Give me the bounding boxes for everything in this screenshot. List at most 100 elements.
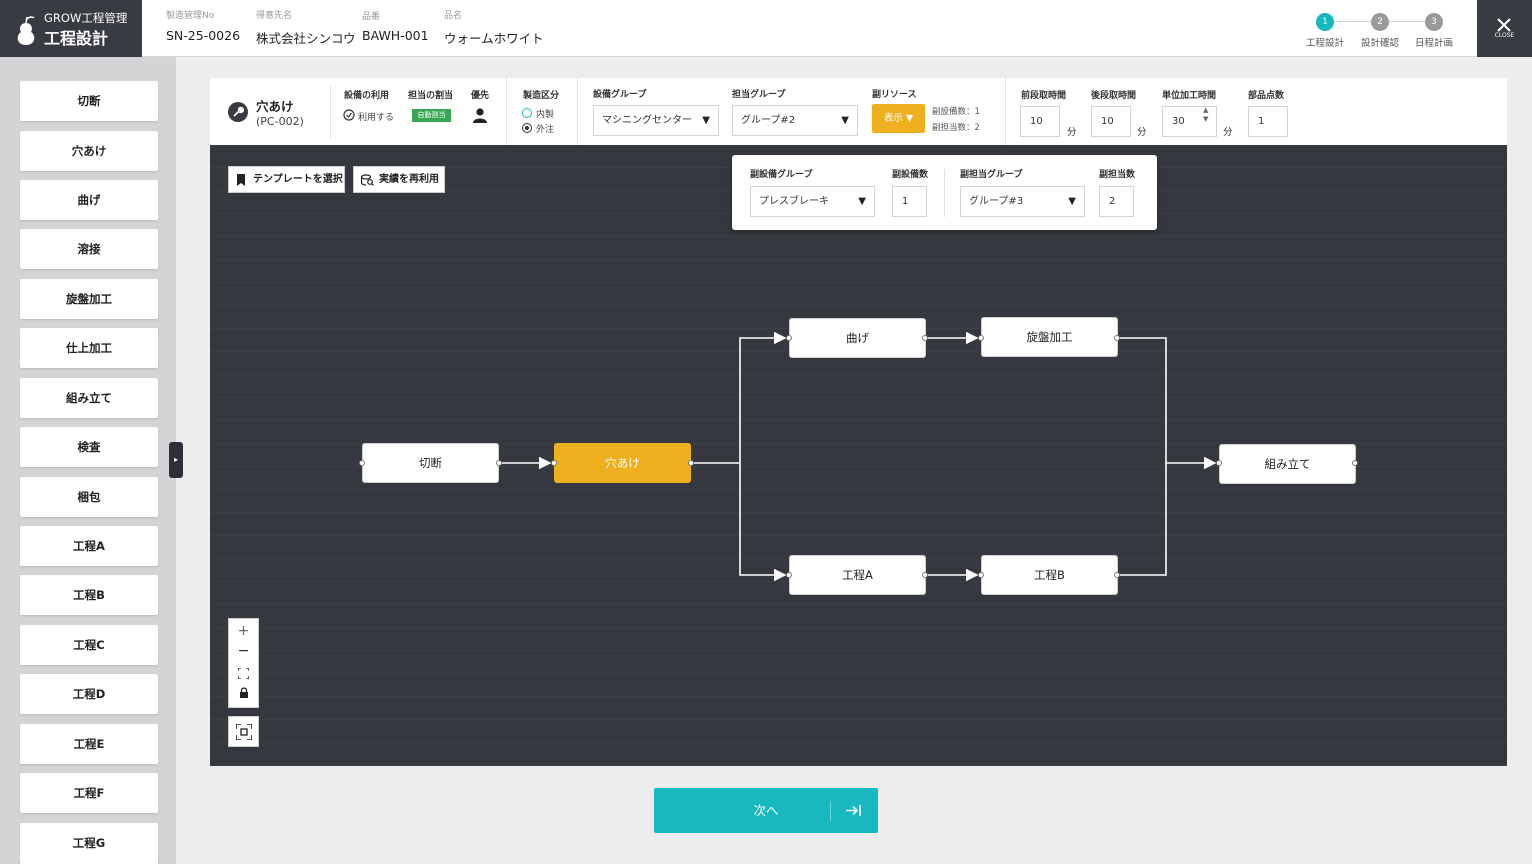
sub-resource-popup: 副設備グループ プレスブレーキ ▼ 副設備数 1 副担当グループ グループ#3 … bbox=[732, 155, 1157, 230]
part-no-value: BAWH-001 bbox=[362, 28, 429, 43]
zoom-in-icon[interactable]: + bbox=[237, 623, 250, 639]
radio-inhouse[interactable] bbox=[522, 108, 532, 118]
fit-view-icon[interactable] bbox=[238, 668, 249, 679]
equip-use-value[interactable]: 利用する bbox=[358, 113, 395, 123]
sidebar-item-proc-c[interactable]: 工程C bbox=[20, 625, 158, 665]
reuse-results-button[interactable]: 実績を再利用 bbox=[353, 166, 445, 193]
customer-value: 株式会社シンコウ bbox=[256, 31, 356, 46]
node-port[interactable] bbox=[1352, 460, 1358, 466]
node-port[interactable] bbox=[786, 572, 792, 578]
flow-node-bend[interactable]: 曲げ bbox=[789, 318, 926, 358]
divider bbox=[1005, 78, 1006, 145]
equip-group-value: マシニングセンター bbox=[602, 115, 692, 126]
person-icon[interactable] bbox=[472, 107, 488, 123]
chevron-right-icon: ▸ bbox=[173, 455, 178, 464]
sub-equip-count: 副設備数：1 bbox=[932, 107, 980, 117]
lock-icon[interactable] bbox=[239, 687, 249, 698]
process-flow-canvas[interactable]: テンプレートを選択 実績を再利用 切断 穴あけ 曲げ 旋盤加工 工程A 工程B … bbox=[210, 145, 1507, 766]
step-3-circle[interactable]: 3 bbox=[1425, 13, 1443, 31]
brand-logo: GROW工程管理 工程設計 bbox=[0, 0, 142, 57]
staff-group-value: グループ#2 bbox=[741, 115, 796, 126]
zoom-out-icon[interactable]: − bbox=[237, 643, 250, 659]
radio-outsource[interactable] bbox=[522, 123, 532, 133]
sidebar-item-inspect[interactable]: 検査 bbox=[20, 427, 158, 467]
node-port[interactable] bbox=[1114, 572, 1120, 578]
bookmark-icon bbox=[237, 174, 245, 186]
flow-node-lathe[interactable]: 旋盤加工 bbox=[981, 317, 1118, 357]
node-port[interactable] bbox=[978, 572, 984, 578]
pear-logo-icon bbox=[17, 16, 35, 45]
next-button[interactable]: 次へ bbox=[654, 788, 878, 833]
sidebar-item-proc-e[interactable]: 工程E bbox=[20, 724, 158, 764]
staff-group-select[interactable]: グループ#2 ▼ bbox=[732, 105, 858, 136]
sidebar-item-assemble[interactable]: 組み立て bbox=[20, 378, 158, 418]
node-port[interactable] bbox=[922, 572, 928, 578]
parts-count-label: 部品点数 bbox=[1248, 91, 1285, 101]
sidebar-item-finish[interactable]: 仕上加工 bbox=[20, 328, 158, 368]
post-setup-unit: 分 bbox=[1137, 127, 1147, 138]
unit-time-input[interactable]: 30 ▲▼ bbox=[1162, 106, 1217, 137]
close-button[interactable]: CLOSE bbox=[1477, 0, 1532, 57]
step-3-label: 日程計画 bbox=[1415, 38, 1454, 49]
divider bbox=[506, 78, 507, 145]
sub-staff-group-value: グループ#3 bbox=[969, 196, 1024, 207]
sidebar-item-cut[interactable]: 切断 bbox=[20, 81, 158, 121]
select-template-button[interactable]: テンプレートを選択 bbox=[228, 166, 345, 193]
sub-equip-group-select[interactable]: プレスブレーキ ▼ bbox=[750, 186, 875, 217]
node-port[interactable] bbox=[688, 460, 694, 466]
node-port[interactable] bbox=[551, 460, 557, 466]
sidebar-item-drill[interactable]: 穴あけ bbox=[20, 131, 158, 171]
divider bbox=[330, 86, 331, 138]
sidebar-item-lathe[interactable]: 旋盤加工 bbox=[20, 279, 158, 319]
process-sidebar: 切断 穴あけ 曲げ 溶接 旋盤加工 仕上加工 組み立て 検査 梱包 工程A 工程… bbox=[0, 57, 176, 864]
database-search-icon bbox=[361, 174, 374, 186]
sidebar-item-proc-f[interactable]: 工程F bbox=[20, 773, 158, 813]
sidebar-item-proc-b[interactable]: 工程B bbox=[20, 575, 158, 615]
sub-resource-show-button[interactable]: 表示 ▼ bbox=[872, 104, 925, 133]
node-port[interactable] bbox=[1216, 460, 1222, 466]
flow-node-drill[interactable]: 穴あけ bbox=[554, 443, 691, 483]
process-code: (PC-002) bbox=[256, 115, 304, 128]
mfg-type-label: 製造区分 bbox=[523, 91, 560, 101]
auto-assign-badge[interactable]: 自動割当 bbox=[412, 109, 451, 122]
step-2-label: 設計確認 bbox=[1361, 38, 1400, 49]
node-port[interactable] bbox=[359, 460, 365, 466]
node-port[interactable] bbox=[922, 335, 928, 341]
node-port[interactable] bbox=[496, 460, 502, 466]
node-port[interactable] bbox=[1114, 335, 1120, 341]
arrow-right-to-line-icon bbox=[846, 805, 861, 816]
parts-count-input[interactable]: 1 bbox=[1248, 106, 1288, 137]
flow-node-proc-b[interactable]: 工程B bbox=[981, 555, 1118, 595]
sub-staff-num-input[interactable]: 2 bbox=[1099, 186, 1134, 217]
sidebar-item-bend[interactable]: 曲げ bbox=[20, 180, 158, 220]
flow-node-proc-a[interactable]: 工程A bbox=[789, 555, 926, 595]
sidebar-toggle-button[interactable]: ▸ bbox=[169, 442, 183, 478]
sidebar-item-pack[interactable]: 梱包 bbox=[20, 477, 158, 517]
radio-outsource-label: 外注 bbox=[536, 125, 555, 135]
product-name-value: ウォームホワイト bbox=[444, 31, 544, 46]
sidebar-item-weld[interactable]: 溶接 bbox=[20, 229, 158, 269]
auto-layout-button[interactable] bbox=[228, 716, 259, 747]
header: GROW工程管理 工程設計 製造管理No SN-25-0026 得意先名 株式会… bbox=[0, 0, 1532, 57]
pre-setup-input[interactable]: 10 bbox=[1020, 106, 1060, 137]
close-icon bbox=[1497, 18, 1511, 32]
node-port[interactable] bbox=[978, 335, 984, 341]
customer-label: 得意先名 bbox=[256, 11, 293, 21]
node-port[interactable] bbox=[786, 335, 792, 341]
step-2-circle[interactable]: 2 bbox=[1371, 13, 1389, 31]
post-setup-input[interactable]: 10 bbox=[1091, 106, 1131, 137]
flow-node-assemble[interactable]: 組み立て bbox=[1219, 444, 1356, 484]
staff-group-label: 担当グループ bbox=[732, 90, 786, 100]
sidebar-item-proc-g[interactable]: 工程G bbox=[20, 823, 158, 864]
post-setup-label: 後段取時間 bbox=[1091, 91, 1137, 101]
sidebar-item-proc-a[interactable]: 工程A bbox=[20, 526, 158, 566]
equip-group-select[interactable]: マシニングセンター ▼ bbox=[593, 105, 719, 136]
divider bbox=[577, 78, 578, 145]
spinner-icon[interactable]: ▲▼ bbox=[1203, 106, 1209, 123]
check-circle-icon[interactable] bbox=[343, 109, 355, 121]
step-1-circle[interactable]: 1 bbox=[1316, 13, 1334, 31]
sidebar-item-proc-d[interactable]: 工程D bbox=[20, 674, 158, 714]
sub-equip-num-input[interactable]: 1 bbox=[892, 186, 927, 217]
sub-staff-group-select[interactable]: グループ#3 ▼ bbox=[960, 186, 1085, 217]
flow-node-cut[interactable]: 切断 bbox=[362, 443, 499, 483]
